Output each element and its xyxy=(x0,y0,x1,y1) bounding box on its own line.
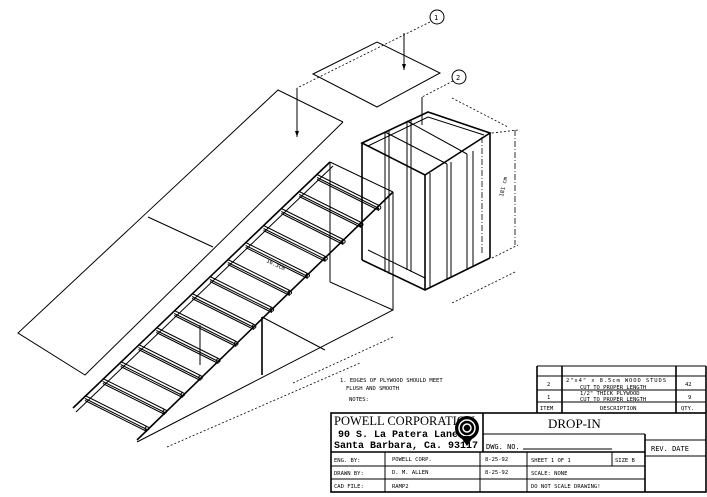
arrow-icon xyxy=(402,64,406,70)
stair-tread xyxy=(209,276,275,313)
stair-tread xyxy=(281,208,346,245)
bolt-icon xyxy=(323,256,328,261)
bolt-icon xyxy=(341,239,346,244)
bolt-icon xyxy=(269,307,275,312)
stud-box-frame xyxy=(360,111,492,291)
note-1: 1. EDGES OF PLYWOOD SHOULD MEET xyxy=(340,378,443,384)
eng-by-label: ENG. BY: xyxy=(334,458,361,464)
parts-row-item: 1 xyxy=(547,395,550,401)
scale-warning: DO NOT SCALE DRAWING! xyxy=(531,484,601,490)
notes-heading: NOTES: xyxy=(349,397,369,403)
sheet-number: SHEET 1 OF 1 xyxy=(531,458,571,464)
bolt-icon xyxy=(180,392,185,397)
stair-tread xyxy=(156,327,221,364)
bolt-icon xyxy=(216,358,221,363)
svg-text:2: 2 xyxy=(456,74,460,82)
parts-list: 2 2"x4" x 8.5cm WOOD STUDS CUT TO PROPER… xyxy=(536,365,707,413)
drawn-by-value: D. M. ALLEN xyxy=(392,470,428,476)
dimension-line xyxy=(166,362,361,448)
stair-tread xyxy=(173,310,239,347)
company-address-street: 90 S. La Patera Lane xyxy=(338,430,458,441)
parts-row-item: 2 xyxy=(547,382,550,388)
company-name: POWELL CORPORATION xyxy=(334,414,475,428)
parts-row-qty: 42 xyxy=(685,382,692,388)
plywood-top-sheet xyxy=(311,41,442,108)
stair-tread xyxy=(120,361,185,398)
stair-tread xyxy=(191,293,257,330)
drawn-by-label: DRAWN BY: xyxy=(334,471,364,477)
stair-tread xyxy=(298,191,364,228)
dwg-no-label: DWG. NO. xyxy=(486,443,520,451)
parts-header-qty: QTY. xyxy=(681,406,694,412)
bolt-icon xyxy=(233,341,239,346)
parts-row-desc: 2"x4" x 8.5cm WOOD STUDS xyxy=(566,378,666,384)
arrow-icon xyxy=(295,131,299,137)
company-logo-icon xyxy=(455,416,479,446)
bolt-icon xyxy=(287,290,293,295)
bolt-icon xyxy=(198,375,203,380)
bolt-icon xyxy=(144,426,150,431)
plywood-ramp-sheet xyxy=(17,89,344,376)
drawn-date: 8-25-92 xyxy=(485,470,508,476)
company-address-city: Santa Barbara, Ca. 93117 xyxy=(334,440,478,452)
svg-text:1: 1 xyxy=(434,14,438,22)
height-dimension: 181 cm xyxy=(499,176,509,197)
drawing-title: DROP-IN xyxy=(548,416,601,431)
parts-row-desc: 1/2" THICK PLYWOOD xyxy=(580,391,640,397)
stair-tread xyxy=(102,378,168,415)
box-dimensions: 181 cm xyxy=(451,97,519,304)
parts-row-qty: 9 xyxy=(688,395,691,401)
bolt-icon xyxy=(162,409,168,414)
eng-by-value: POWELL CORP. xyxy=(392,457,432,463)
callout-1: 1 xyxy=(295,9,445,137)
rev-date-label: REV. DATE xyxy=(651,445,689,453)
stair-tread xyxy=(138,344,203,381)
bolt-icon xyxy=(305,273,310,278)
stair-tread xyxy=(316,174,382,211)
bolt-icon xyxy=(376,205,382,210)
title-block: POWELL CORPORATION 90 S. La Patera Lane … xyxy=(330,412,707,493)
eng-date: 8-25-92 xyxy=(485,457,508,463)
cad-file-value: RAMP2 xyxy=(392,484,409,490)
stair-tread xyxy=(263,225,328,262)
bolt-icon xyxy=(251,324,257,329)
parts-row-desc: CUT TO PROPER LENGTH xyxy=(580,397,646,403)
cad-file-label: CAD FILE: xyxy=(334,484,364,490)
scale: SCALE: NONE xyxy=(531,471,567,477)
parts-row-desc: CUT TO PROPER LENGTH xyxy=(580,385,646,391)
stair-frame xyxy=(72,161,394,443)
stair-tread xyxy=(84,395,150,432)
note-1-cont: FLUSH AND SMOOTH xyxy=(346,386,399,392)
dimension-line xyxy=(292,336,394,384)
stair-tread xyxy=(227,259,293,296)
stair-tread xyxy=(245,242,310,279)
sheet-size: SIZE B xyxy=(615,458,636,464)
parts-header-item: ITEM xyxy=(540,406,554,412)
parts-header-description: DESCRIPTION xyxy=(600,406,636,412)
